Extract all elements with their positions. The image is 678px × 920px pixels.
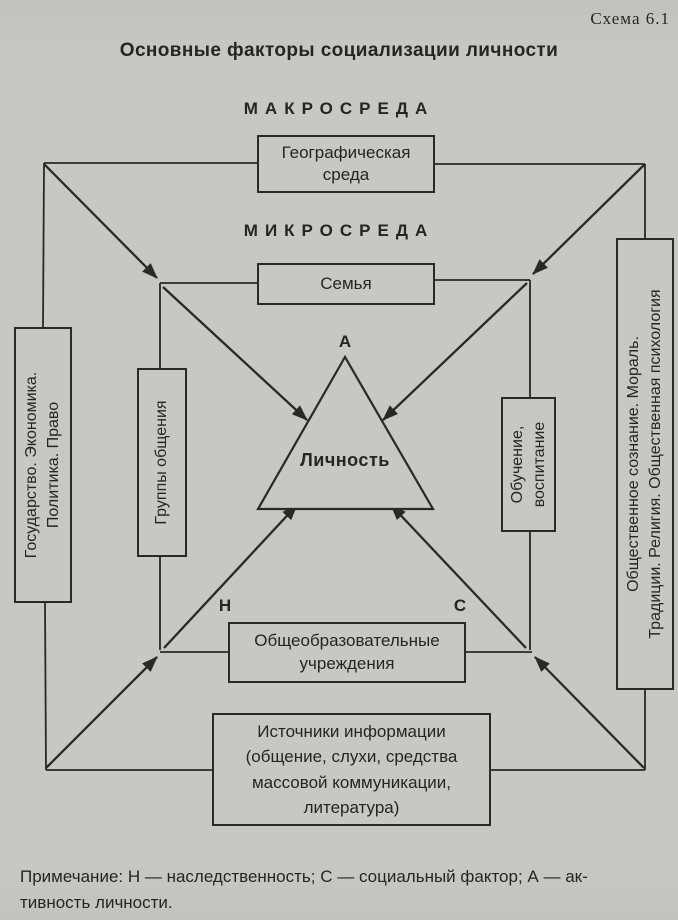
state-economy-line1: Государство. Экономика.	[23, 371, 41, 559]
frame-left-upper-line	[42, 162, 45, 328]
arrow-schools-to-triangle-right	[390, 504, 527, 649]
footnote-line2: тивность личности.	[20, 893, 173, 913]
schools-box: Общеобразовательные учреждения	[228, 622, 466, 683]
education-line1: Обучение,	[508, 425, 526, 504]
page-title: Основные факторы социализации личности	[119, 40, 559, 61]
frame-left-lower-line	[44, 601, 47, 771]
state-economy-box: Государство. Экономика. Политика. Право	[14, 327, 72, 603]
geography-box-line2: среда	[322, 165, 370, 184]
education-box: Обучение, воспитание	[501, 397, 556, 532]
personality-label: Личность	[300, 450, 390, 470]
footnote-line1: Примечание: Н — наследственность; С — со…	[20, 867, 588, 886]
public-consciousness-line1: Общественное сознание. Мораль.	[625, 336, 643, 592]
arrow-bottomright-to-schools	[534, 656, 645, 769]
schools-box-line1: Общеобразовательные	[254, 631, 440, 651]
arrow-schools-to-triangle-left	[163, 504, 298, 649]
state-economy-line2: Политика. Право	[45, 401, 62, 529]
geography-box-line1: Географическая	[281, 142, 411, 162]
activity-mark: А	[338, 332, 352, 351]
arrow-family-to-triangle-left	[162, 286, 308, 421]
micro-environment-label: МИКРОСРЕДА	[243, 221, 435, 240]
arrow-family-to-triangle-right	[382, 282, 528, 421]
arrow-bottomleft-to-schools	[45, 656, 158, 769]
family-box-label: Семья	[320, 273, 372, 293]
public-consciousness-line2: Традиции. Религия. Общественная психолог…	[647, 289, 664, 639]
heredity-mark: Н	[218, 596, 232, 615]
info-sources-line2: (общение, слухи, средства	[245, 747, 458, 766]
footnote: Примечание: Н — наследственность; С — со…	[20, 864, 668, 917]
public-consciousness-box: Общественное сознание. Мораль. Традиции.…	[616, 238, 674, 690]
scheme-number-label: Схема 6.1	[590, 9, 670, 28]
arrow-topleft-to-family	[43, 163, 158, 279]
info-sources-box: Источники информации (общение, слухи, ср…	[212, 713, 491, 826]
macro-environment-label: МАКРОСРЕДА	[243, 99, 435, 118]
schools-box-line2: учреждения	[299, 653, 395, 673]
communication-groups-label: Группы общения	[153, 400, 171, 525]
communication-groups-box: Группы общения	[137, 368, 187, 557]
family-box: Семья	[257, 263, 435, 305]
info-sources-line3: массовой коммуникации,	[251, 772, 452, 792]
personality-triangle	[256, 354, 435, 511]
education-line2: воспитание	[530, 421, 548, 508]
info-sources-line1: Источники информации	[257, 721, 446, 741]
info-sources-line4: литература)	[303, 798, 400, 817]
social-factor-mark: С	[453, 596, 467, 615]
arrow-topright-to-family	[532, 164, 645, 275]
geography-box: Географическая среда	[257, 135, 435, 193]
